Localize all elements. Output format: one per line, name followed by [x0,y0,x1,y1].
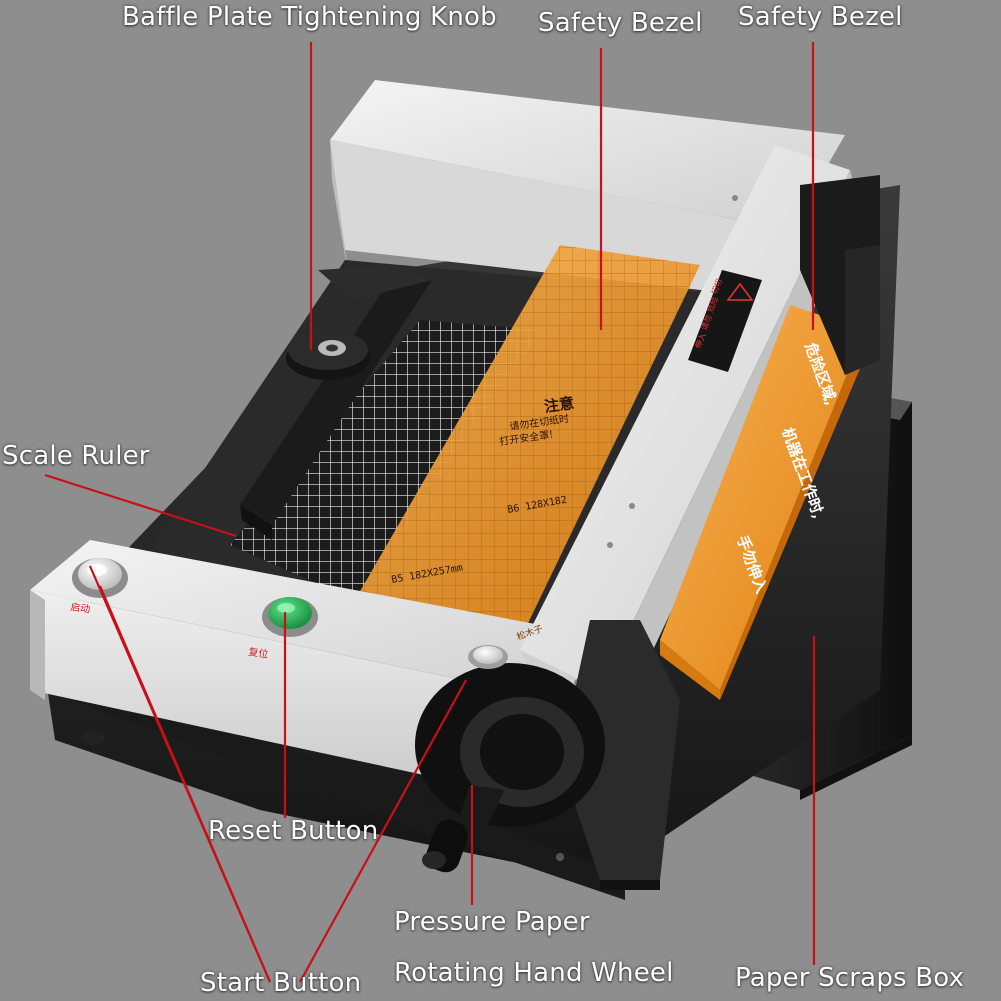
leader-start-2 [98,585,272,983]
start-button-tag: 启动 [70,600,92,616]
label-baffle-knob: Baffle Plate Tightening Knob [122,2,497,32]
machine: 注意 请勿在切纸时 打开安全罩! B6 128X182 B5 182X257mm… [30,80,912,900]
label-scraps-box: Paper Scraps Box [735,963,965,993]
label-rotating-wheel: Rotating Hand Wheel [394,958,674,988]
label-start-button: Start Button [200,968,362,998]
pressure-paper-button [468,645,508,669]
tightening-knob [286,330,370,380]
reset-button-tag: 复位 [248,645,270,661]
rotating-hand-wheel [415,663,605,873]
rear-housing [330,80,845,300]
label-reset-button: Reset Button [208,816,379,846]
leader-scale-ruler [44,473,237,538]
right-post [800,175,880,375]
baffle-plate [240,265,432,540]
reset-button [262,597,318,637]
notice-title: 注意 [543,394,575,416]
side-column [556,620,680,890]
label-scale-ruler: Scale Ruler [2,441,150,471]
label-safety-bezel-1: Safety Bezel [538,8,703,38]
leader-pressure-paper [299,679,467,983]
leader-lines [44,42,816,983]
safety-bezel-side [660,305,870,700]
label-pressure-paper: Pressure Paper [394,907,590,937]
label-safety-bezel-2: Safety Bezel [738,2,903,32]
start-button [72,558,128,598]
